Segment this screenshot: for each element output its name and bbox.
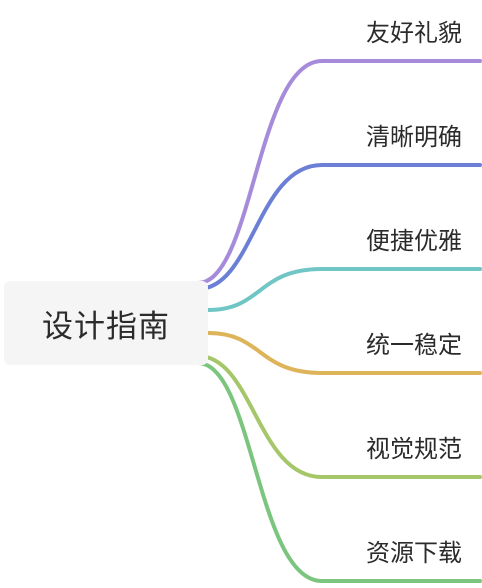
connector-1	[196, 163, 482, 291]
branch-label-3[interactable]: 统一稳定	[366, 331, 462, 359]
branch-label-0[interactable]: 友好礼貌	[366, 19, 462, 47]
connector-3	[206, 331, 482, 375]
connector-4	[196, 354, 482, 479]
branch-label-4[interactable]: 视觉规范	[366, 435, 462, 463]
connector-0	[196, 59, 482, 285]
connector-5	[196, 361, 482, 583]
connector-2	[206, 267, 482, 312]
branch-label-5[interactable]: 资源下载	[366, 539, 462, 567]
connector-group	[196, 59, 482, 583]
root-node-label: 设计指南	[42, 308, 170, 345]
branch-label-2[interactable]: 便捷优雅	[366, 227, 462, 255]
branch-label-1[interactable]: 清晰明确	[366, 123, 462, 151]
root-node[interactable]: 设计指南	[4, 281, 208, 365]
